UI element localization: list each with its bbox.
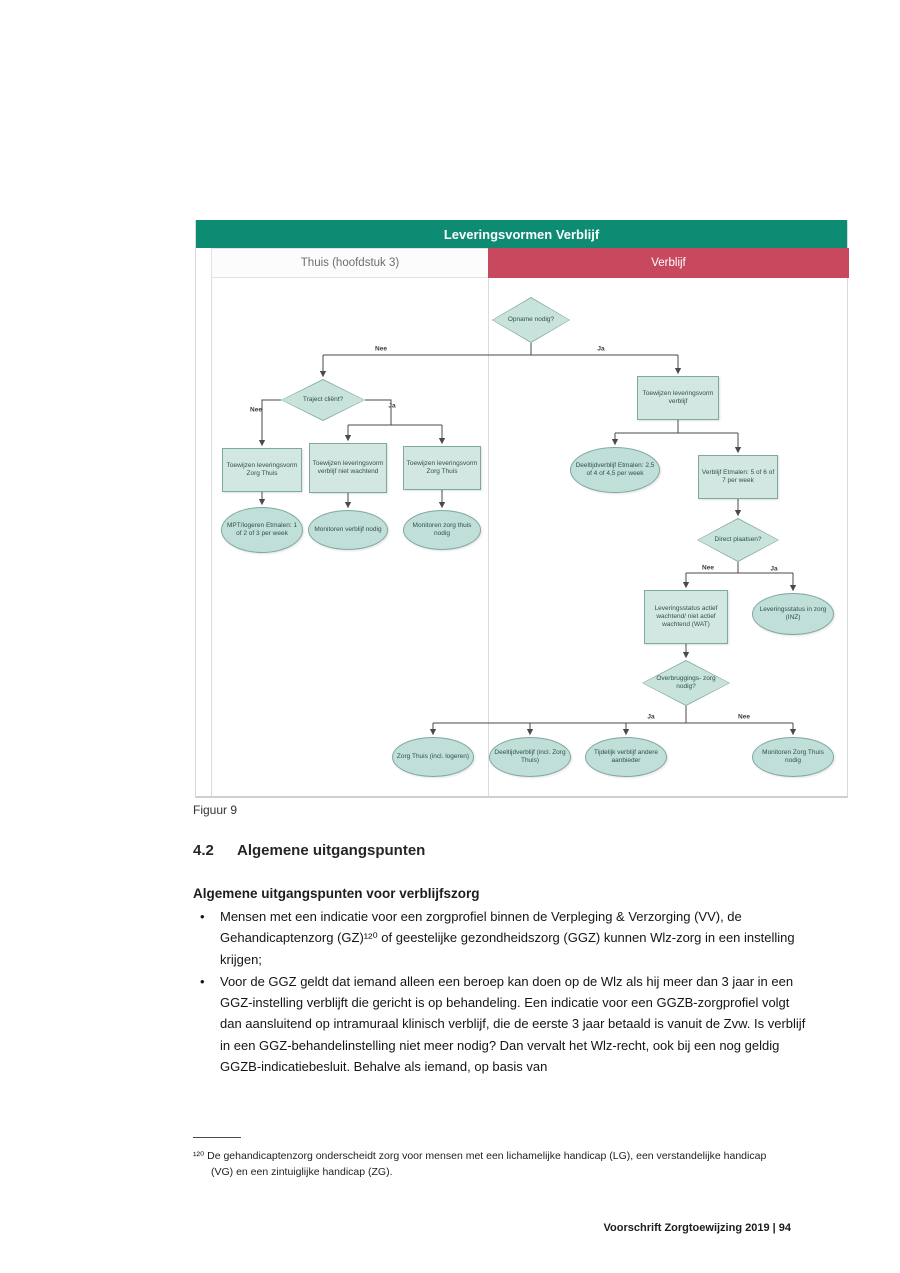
flow-node-direct-plaatsen: Direct plaatsen? [697,518,779,562]
branch-label-overbrugging-ja: Ja [647,713,655,721]
flow-node-toewijzen-verblijf-niet-wachtend: Toewijzen leveringsvorm verblijf niet wa… [309,443,387,493]
figure-title: Leveringsvormen Verblijf [443,226,600,242]
section-heading: 4.2 Algemene uitgangspunten [193,842,425,859]
subsection-heading: Algemene uitgangspunten voor verblijfszo… [193,886,480,901]
flow-node-monitoren-verblijf: Monitoren verblijf nodig [308,510,388,550]
flow-node-traject-client: Traject cliënt? [281,379,365,421]
flow-node-overbruggingszorg: Overbruggings- zorg nodig? [642,660,730,706]
column-divider [488,278,489,796]
flow-node-leveringsstatus-wachtend: Leveringsstatus actief wachtend/ niet ac… [644,590,728,644]
column-header-thuis: Thuis (hoofdstuk 3) [211,248,488,278]
section-title: Algemene uitgangspunten [237,842,426,859]
flow-node-toewijzen-verblijf: Toewijzen leveringsvorm verblijf [637,376,719,420]
flow-node-mpt-logeren: MPT/logeren Etmalen: 1 of 2 of 3 per wee… [221,507,303,553]
flow-node-verblijf-etmalen: Verblijf Etmalen: 5 of 6 of 7 per week [698,455,778,499]
table-border-left [211,278,212,796]
flow-node-deeltijdverblijf: Deeltijdverblijf Etmalen: 2,5 of 4 of 4,… [570,447,660,493]
flow-node-leveringsstatus-in-zorg: Leveringsstatus in zorg (INZ) [752,593,834,635]
branch-label-direct-ja: Ja [770,565,778,573]
figure-caption: Figuur 9 [193,803,238,817]
section-number: 4.2 [193,842,214,859]
flow-node-zorg-thuis-incl-logeren: Zorg Thuis (incl. logeren) [392,737,474,777]
flow-node-deeltijdverblijf-incl-zorg-thuis: Deeltijdverblijf (incl. Zorg Thuis) [489,737,571,777]
branch-label-traject-ja: Ja [388,402,396,410]
page-number-footer: Voorschrift Zorgtoewijzing 2019 | 94 [603,1222,791,1234]
column-header-thuis-label: Thuis (hoofdstuk 3) [300,257,400,269]
flow-node-monitoren-zorg-thuis: Monitoren zorg thuis nodig [403,510,481,550]
branch-label-direct-nee: Nee [702,564,714,572]
branch-label-overbrugging-nee: Nee [738,713,750,721]
footnote: ¹²⁰ De gehandicaptenzorg onderscheidt zo… [193,1150,767,1178]
flow-node-tijdelijk-verblijf: Tijdelijk verblijf andere aanbieder [585,737,667,777]
branch-label-traject-nee: Nee [250,406,262,414]
figure-title-bar: Leveringsvormen Verblijf [196,220,847,248]
flow-node-toewijzen-zorg-thuis-links: Toewijzen leveringsvorm Zorg Thuis [222,448,302,492]
column-header-verblijf: Verblijf [488,248,849,278]
branch-label-opname-nee: Nee [375,345,387,353]
flow-node-opname-nodig: Opname nodig? [492,297,570,343]
bullet-item: Voor de GGZ geldt dat iemand alleen een … [193,971,807,1077]
flowchart-figure: Leveringsvormen Verblijf Thuis (hoofdstu… [195,220,849,798]
column-header-verblijf-label: Verblijf [651,257,686,269]
bullet-item: Mensen met een indicatie voor een zorgpr… [193,906,807,970]
flow-node-monitoren-zorg-thuis-nodig: Monitoren Zorg Thuis nodig [752,737,834,777]
branch-label-opname-ja: Ja [597,345,605,353]
footnote-divider [193,1137,241,1138]
flow-node-toewijzen-zorg-thuis-rechts: Toewijzen leveringsvorm Zorg Thuis [403,446,481,490]
bullet-list: Mensen met een indicatie voor een zorgpr… [193,906,807,1078]
